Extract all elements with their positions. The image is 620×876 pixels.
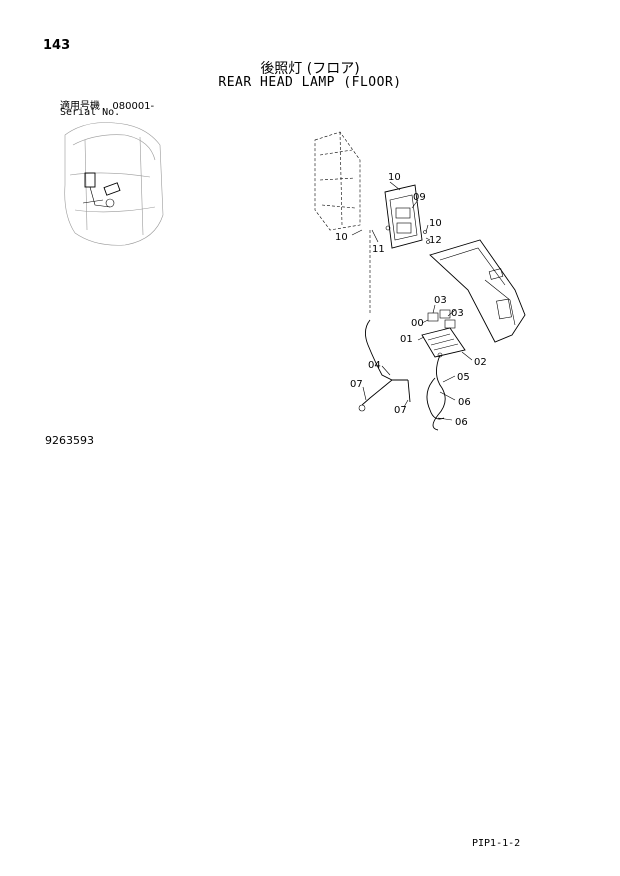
callout-03: 03 (434, 295, 447, 306)
page-number: 143 (43, 38, 71, 53)
callout-01: 01 (400, 334, 413, 345)
lamp-bracket (384, 184, 430, 249)
callout-10: 10 (429, 218, 442, 229)
drawing-number: 9263593 (45, 434, 94, 447)
callout-04: 04 (368, 360, 381, 371)
page-title-japanese: 後照灯 (フロア) (260, 61, 360, 77)
callout-02: 02 (474, 357, 487, 368)
callout-11: 11 (372, 244, 385, 255)
serial-label-japanese: 適用号機 (60, 101, 100, 112)
callout-07: 07 (350, 379, 363, 390)
serial-value: 080001- (112, 101, 155, 112)
wire-harness (358, 230, 446, 431)
locator-figure (64, 122, 164, 246)
callout-12: 12 (429, 235, 442, 246)
console-cover (429, 239, 526, 343)
callout-06: 06 (455, 417, 468, 428)
callout-00: 00 (411, 318, 424, 329)
serial-label: Serial No. (60, 107, 121, 118)
callout-03: 03 (451, 308, 464, 319)
callout-10: 10 (388, 172, 401, 183)
cab-frame (314, 131, 361, 231)
leader-lines (351, 181, 473, 421)
serial-range: 適用号機 080001- (60, 97, 154, 112)
page-title: REAR HEAD LAMP (FLOOR) (218, 75, 402, 90)
page-code: PIP1-1-2 (472, 838, 521, 849)
callout-10: 10 (335, 232, 348, 243)
callout-07: 07 (394, 405, 407, 416)
callout-06: 06 (458, 397, 471, 408)
callout-09: 09 (413, 192, 426, 203)
exploded-parts-diagram: 10 09 10 10 11 12 03 03 00 01 02 04 05 0… (314, 131, 526, 431)
callout-05: 05 (457, 372, 470, 383)
